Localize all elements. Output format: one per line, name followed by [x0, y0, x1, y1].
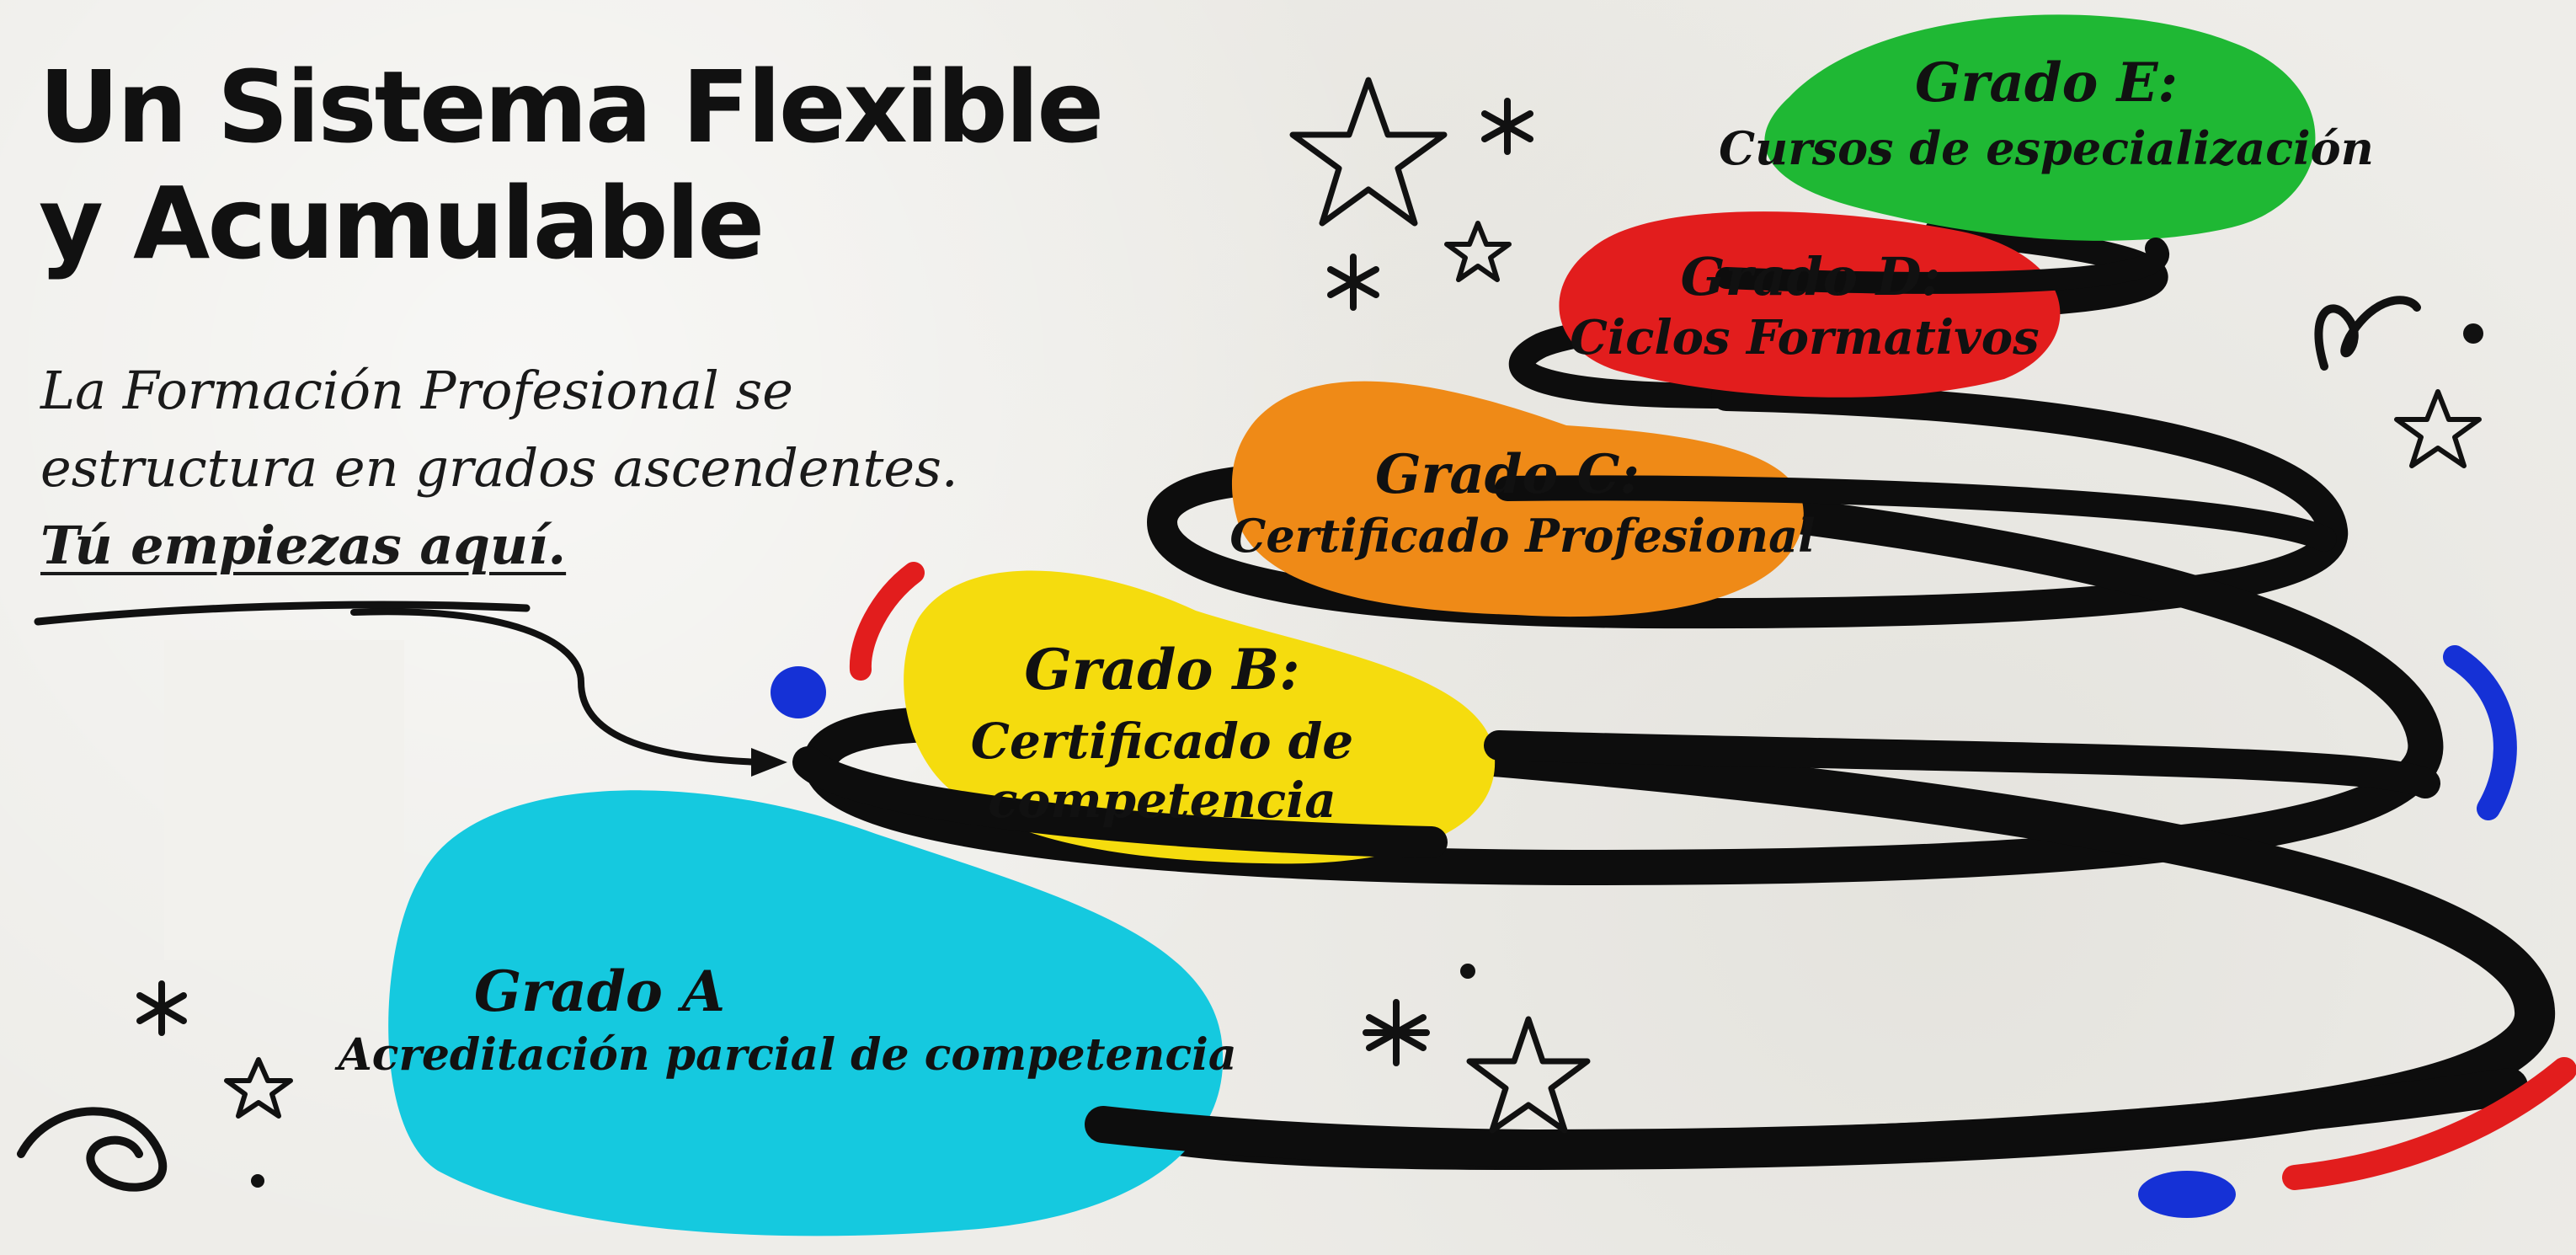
star-outline-icon [2394, 389, 2482, 468]
swirl-icon [2314, 296, 2421, 371]
intro-emphasis: Tú empiezas aquí. [40, 515, 567, 576]
underline-stroke [34, 601, 531, 626]
blue-arc-accent [2443, 645, 2517, 820]
dot-decoration [251, 1174, 264, 1188]
grade-a-label: Grado A [474, 959, 725, 1024]
intro-line-1: La Formación Profesional se [40, 360, 793, 421]
red-swoosh-accent [2282, 1057, 2576, 1190]
dot-decoration [1460, 964, 1475, 979]
image-placeholder [164, 640, 404, 960]
star-outline-icon [1289, 77, 1448, 227]
grade-a-blob [388, 790, 1224, 1236]
grade-e-description: Cursos de especialización [1719, 121, 2374, 175]
grade-d-blob [1559, 211, 2061, 398]
grade-c-description: Certificado Profesional [1229, 509, 1815, 563]
grade-e-label: Grado E: [1915, 51, 2178, 115]
red-dash-accent [849, 562, 925, 681]
grade-b-blob [904, 570, 1496, 864]
grade-e-blob [1764, 14, 2316, 241]
asterisk-icon [1327, 254, 1379, 311]
star-outline-icon [224, 1057, 293, 1119]
title-line-1: Un Sistema Flexible [39, 49, 1104, 165]
grade-b-description-line-2: competencia [988, 772, 1336, 829]
grade-a-description: Acreditación parcial de competencia [333, 1029, 1236, 1081]
grade-b-label: Grado B: [1024, 637, 1299, 702]
arrow-icon [350, 608, 787, 777]
intro-text: La Formación Profesional se estructura e… [40, 352, 958, 585]
star-outline-icon [1466, 1016, 1591, 1134]
grade-b-description-line-1: Certificado de [971, 713, 1353, 770]
asterisk-icon [136, 980, 187, 1036]
swirl-icon [17, 1107, 167, 1192]
grade-d-description: Ciclos Formativos [1570, 310, 2039, 366]
grade-d-label: Grado D: [1681, 246, 1941, 307]
star-outline-icon [1444, 221, 1512, 282]
title-line-2: y Acumulable [39, 165, 765, 281]
asterisk-icon [1481, 98, 1533, 155]
grade-c-label: Grado C: [1375, 443, 1640, 506]
blue-blob-accent [2138, 1171, 2236, 1218]
dot-decoration [2463, 323, 2483, 344]
intro-line-2: estructura en grados ascendentes. [40, 437, 958, 499]
asterisk-icon [1363, 999, 1430, 1066]
blue-dot-accent [771, 666, 826, 718]
page-title: Un Sistema Flexible y Acumulable [39, 49, 1104, 281]
spiral-front [792, 238, 2528, 1167]
